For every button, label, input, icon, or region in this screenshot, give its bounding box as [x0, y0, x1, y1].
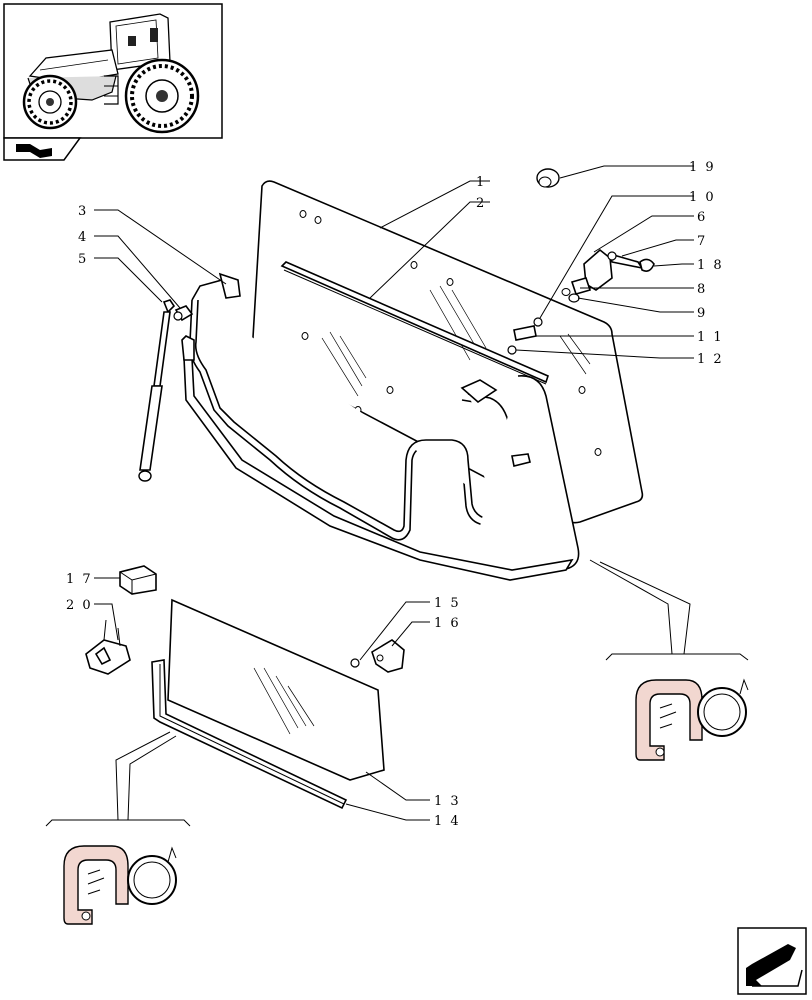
callout-18: 1 8	[697, 258, 724, 273]
callout-5: 5	[78, 252, 88, 267]
callout-11: 1 1	[697, 330, 724, 345]
callout-6: 6	[697, 210, 707, 225]
callout-13: 1 3	[434, 794, 461, 809]
lower-glass	[167, 598, 385, 781]
seal-section-left	[45, 731, 191, 925]
callout-3: 3	[78, 204, 88, 219]
callout-19: 1 9	[689, 160, 716, 175]
book-icon[interactable]	[3, 137, 82, 161]
callout-2: 2	[476, 196, 486, 211]
grommet	[536, 168, 560, 188]
leader-lines	[94, 165, 694, 821]
tractor-thumbnail-icon[interactable]	[3, 3, 223, 139]
next-page-arrow-icon[interactable]	[737, 927, 807, 995]
callout-4: 4	[78, 230, 88, 245]
frame-tube	[188, 272, 580, 578]
gas-strut	[138, 299, 176, 482]
callout-labels: 1 2 3 4 5 6 7 8 9 1 0 1 1 1 2 1 3 1 4 1 …	[66, 160, 724, 829]
seal-strip-lower	[181, 335, 574, 581]
callout-14: 1 4	[434, 814, 461, 829]
callout-9: 9	[697, 306, 707, 321]
hinge-assembly	[561, 248, 655, 303]
seal-section-right	[589, 559, 749, 761]
seal-strip-2	[280, 261, 549, 385]
callout-17: 1 7	[66, 572, 93, 587]
callout-20: 2 0	[66, 598, 93, 613]
clip-15-16	[350, 639, 405, 673]
callout-10: 1 0	[689, 190, 716, 205]
lower-seal-strip	[151, 659, 348, 810]
bracket-20	[85, 619, 131, 675]
rubber-block-17	[119, 565, 157, 595]
callout-12: 1 2	[697, 352, 724, 367]
callout-15: 1 5	[434, 596, 461, 611]
callout-1: 1	[476, 175, 486, 190]
ball-joint	[173, 305, 194, 322]
callout-8: 8	[697, 282, 707, 297]
callout-7: 7	[697, 234, 707, 249]
callout-16: 1 6	[434, 616, 461, 631]
